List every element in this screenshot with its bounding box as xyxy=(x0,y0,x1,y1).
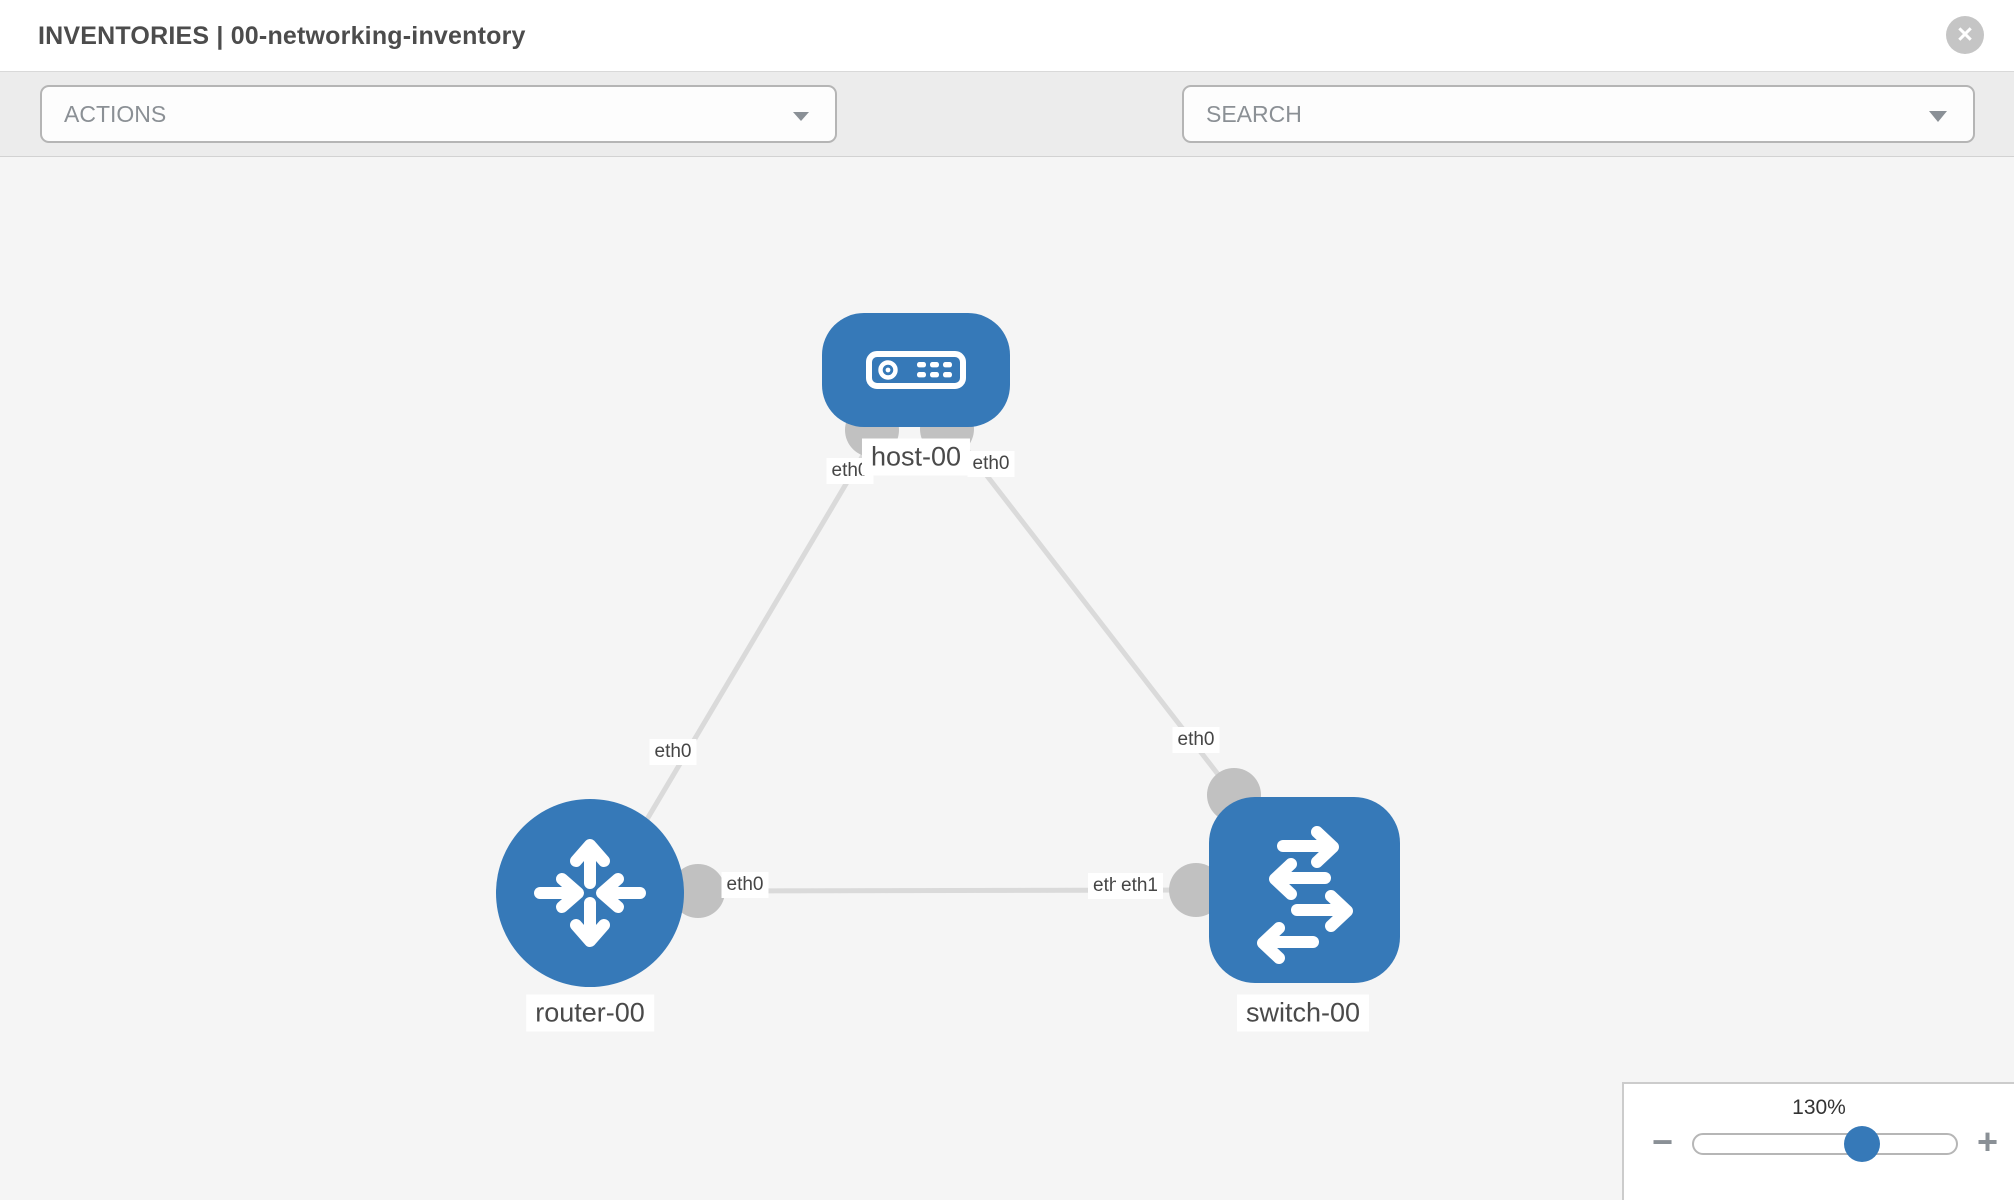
iface-label-router-link-eth0: eth0 xyxy=(649,739,697,765)
node-host-00[interactable] xyxy=(822,313,1010,427)
zoom-in-button[interactable]: + xyxy=(1976,1121,1998,1162)
chevron-down-icon xyxy=(793,112,809,121)
link-host-router[interactable] xyxy=(627,428,881,850)
toolbar: ACTIONS SEARCH xyxy=(0,72,2014,200)
node-label-host-00[interactable]: host-00 xyxy=(861,438,971,476)
header: INVENTORIES | 00-networking-inventory × xyxy=(0,0,2014,72)
zoom-percentage: 130% xyxy=(1792,1096,1846,1119)
page-title: INVENTORIES | 00-networking-inventory xyxy=(38,22,526,50)
zoom-slider-thumb[interactable] xyxy=(1843,1126,1880,1162)
chevron-down-icon xyxy=(1929,111,1947,122)
links xyxy=(627,426,1236,894)
zoom-panel: 130% − + xyxy=(1622,1082,2014,1200)
iface-label-switch-eth0: eth0 xyxy=(1172,727,1220,753)
router-icon xyxy=(534,839,646,947)
topology-canvas[interactable]: host-00 router-00 switch-00 eth0 eth0 et… xyxy=(0,157,2014,1200)
search-dropdown[interactable]: SEARCH xyxy=(1182,85,1975,143)
node-label-router-00[interactable]: router-00 xyxy=(526,994,654,1032)
node-switch-00[interactable] xyxy=(1209,797,1400,983)
zoom-slider[interactable] xyxy=(1692,1126,1958,1162)
actions-dropdown[interactable]: ACTIONS xyxy=(40,85,837,143)
switch-icon xyxy=(1257,826,1353,964)
host-icon xyxy=(866,351,966,389)
iface-label-switch-eth1: eth1 xyxy=(1116,873,1163,899)
search-dropdown-label: SEARCH xyxy=(1206,101,1302,127)
node-router-00[interactable] xyxy=(496,799,684,987)
iface-label-router-eth0: eth0 xyxy=(721,872,769,898)
actions-dropdown-label: ACTIONS xyxy=(64,101,167,127)
zoom-out-button[interactable]: − xyxy=(1652,1121,1674,1162)
endpoint-router-eth0[interactable] xyxy=(671,864,725,918)
close-icon[interactable]: × xyxy=(1946,16,1984,54)
iface-label-host-eth0-right: eth0 xyxy=(967,451,1015,477)
interface-endpoints xyxy=(671,402,1261,918)
node-label-switch-00[interactable]: switch-00 xyxy=(1236,994,1370,1032)
